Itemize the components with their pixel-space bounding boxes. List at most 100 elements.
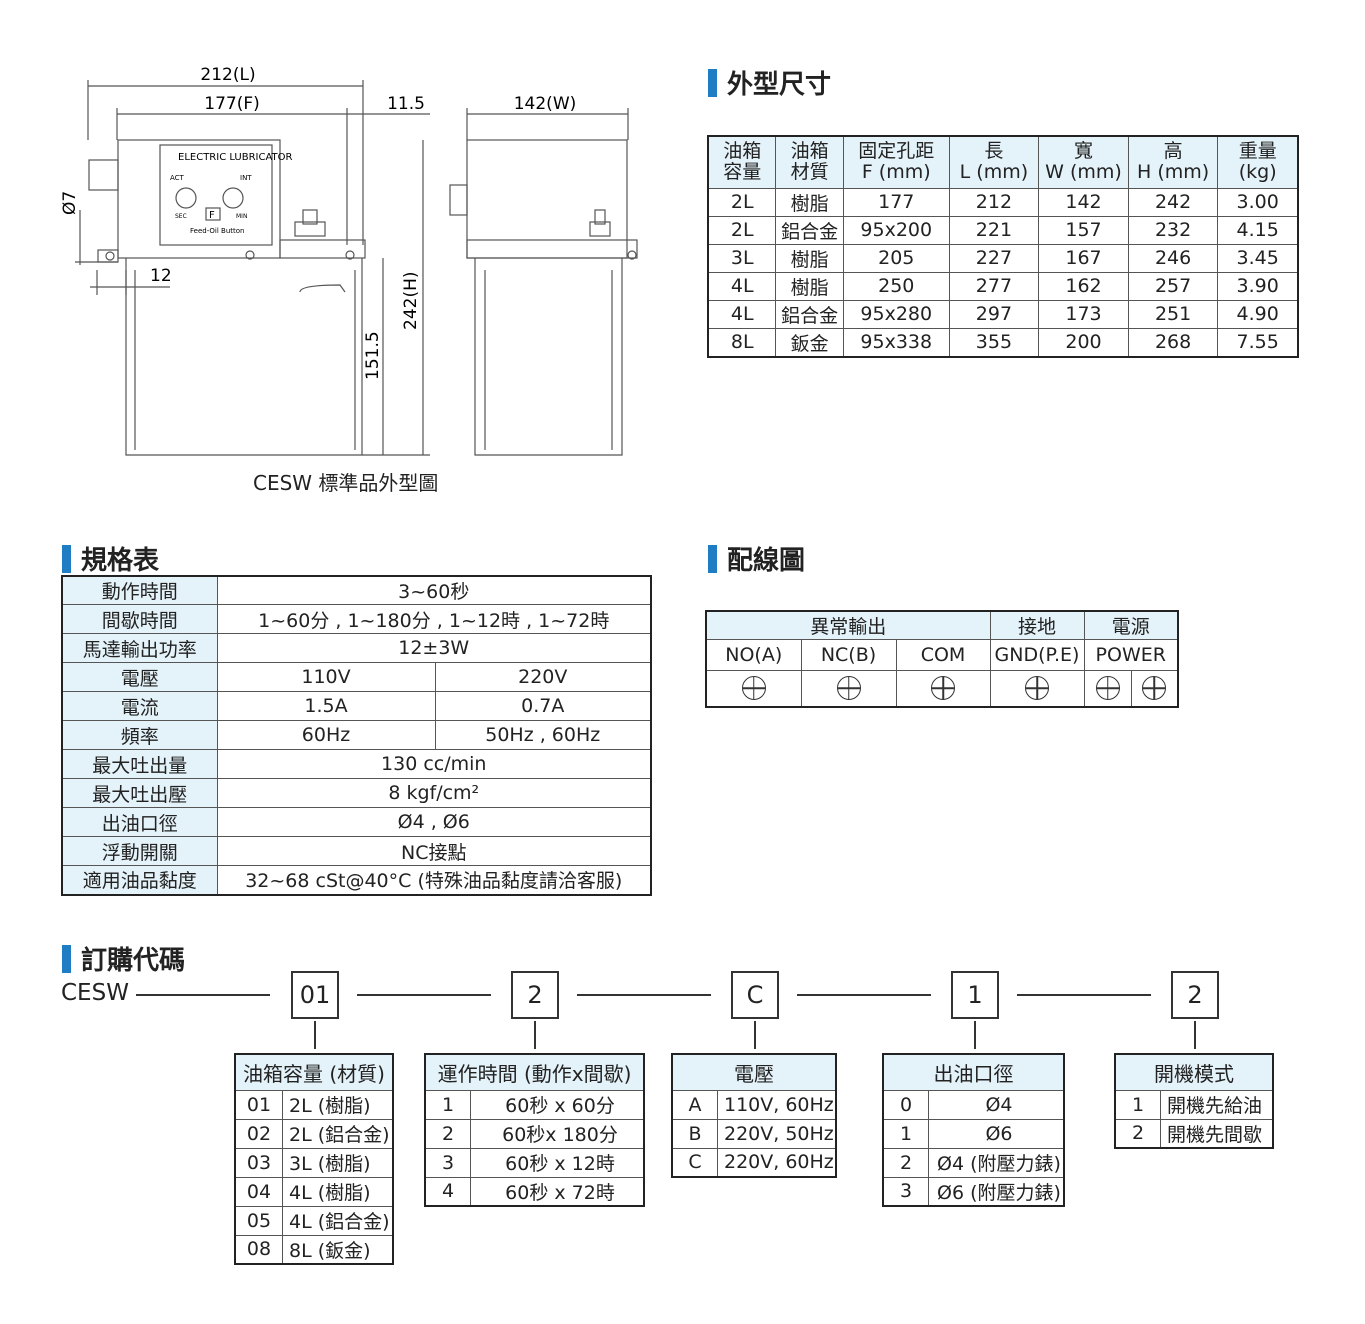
- dim-header-line: 高: [1163, 140, 1183, 163]
- dim-cell: 173: [1038, 299, 1129, 329]
- wiring-group-abnormal: 異常輸出: [705, 610, 991, 640]
- spec-title: 規格表: [62, 540, 159, 577]
- wiring-title: 配線圖: [708, 540, 805, 577]
- spec-value: 130 cc/min: [216, 749, 652, 779]
- dim-cell: 242: [1127, 187, 1219, 217]
- wiring-group-ground: 接地: [989, 610, 1085, 640]
- dim-height: 242(H): [401, 272, 421, 331]
- dim-header-line: L (mm): [959, 161, 1029, 184]
- code-description: Ø6 (附壓力錶): [928, 1176, 1065, 1207]
- spec-label: 間歇時間: [61, 604, 218, 634]
- code-description: 60秒 x 12時: [470, 1147, 645, 1178]
- spec-value: Ø4 , Ø6: [216, 807, 652, 837]
- spec-value: 8 kgf/cm²: [216, 778, 652, 808]
- wiring-table: 異常輸出 接地 電源 NO(A) NC(B) COM GND(P.E) POWE…: [705, 610, 1179, 708]
- dim-hole: Ø7: [60, 191, 80, 215]
- dim-header-line: 重量: [1238, 140, 1277, 163]
- wiring-col-nc: NC(B): [800, 639, 897, 671]
- code-value: 05: [234, 1205, 283, 1236]
- dim-cell: 7.55: [1217, 327, 1299, 357]
- dim-cell: 251: [1127, 299, 1219, 329]
- wiring-group-power: 電源: [1083, 610, 1179, 640]
- panel-title: ELECTRIC LUBRICATOR: [178, 152, 293, 163]
- code-table-header: 運作時間 (動作x間歇): [424, 1053, 645, 1091]
- dim-cell: 167: [1038, 243, 1129, 273]
- code-value: 1: [424, 1089, 471, 1120]
- code-tank: 01: [291, 971, 339, 1019]
- code-outlet: 1: [951, 971, 999, 1019]
- spec-value: 110V: [216, 662, 436, 692]
- dim-cell: 257: [1127, 271, 1219, 301]
- code-value: 0: [882, 1089, 929, 1120]
- dim-cell: 277: [948, 271, 1040, 301]
- code-value: B: [671, 1118, 718, 1149]
- spec-value: 220V: [434, 662, 652, 692]
- code-value: 1: [1114, 1089, 1161, 1120]
- code-description: 60秒 x 72時: [470, 1176, 645, 1207]
- code-description: 110V, 60Hz: [717, 1089, 837, 1120]
- dim-cell: 鋁合金: [775, 215, 844, 245]
- code-startup: 2: [1171, 971, 1219, 1019]
- code-description: 4L (樹脂): [282, 1176, 394, 1207]
- code-voltage: C: [731, 971, 779, 1019]
- dim-cell: 樹脂: [775, 243, 844, 273]
- lubricator-drawing: 212(L) 177(F) 11.5 142(W) Ø7 12 151.5 24…: [60, 65, 638, 456]
- code-value: 2: [882, 1147, 929, 1178]
- spec-value: 1~60分 , 1~180分 , 1~12時 , 1~72時: [216, 604, 652, 634]
- code-value: 04: [234, 1176, 283, 1207]
- dim-header-line: 油箱: [723, 140, 762, 163]
- code-description: 2L (樹脂): [282, 1089, 394, 1120]
- dim-header-line: 容量: [723, 161, 762, 184]
- dim-header-line: W (mm): [1045, 161, 1122, 184]
- dim-cell: 355: [948, 327, 1040, 357]
- dim-cell: 205: [842, 243, 950, 273]
- dim-cell: 樹脂: [775, 271, 844, 301]
- dim-cell: 95x280: [842, 299, 950, 329]
- code-description: 2L (鋁合金): [282, 1118, 394, 1149]
- panel-sec-label: SEC: [175, 213, 187, 220]
- spec-label: 最大吐出壓: [61, 778, 218, 808]
- code-description: Ø4: [928, 1089, 1065, 1120]
- dim-cell: 157: [1038, 215, 1129, 245]
- code-description: 4L (鋁合金): [282, 1205, 394, 1236]
- dim-header: 重量(kg): [1217, 135, 1299, 189]
- code-description: 220V, 60Hz: [717, 1147, 837, 1178]
- dim-cell: 鈑金: [775, 327, 844, 357]
- dim-header-line: 寬: [1073, 140, 1093, 163]
- dim-cell: 3.90: [1217, 271, 1299, 301]
- dim-cell: 8L: [707, 327, 777, 357]
- dim-cell: 200: [1038, 327, 1129, 357]
- spec-value: 1.5A: [216, 691, 436, 721]
- dim-cell: 95x338: [842, 327, 950, 357]
- dim-cell: 212: [948, 187, 1040, 217]
- dim-cell: 4.15: [1217, 215, 1299, 245]
- dim-header-line: 材質: [790, 161, 829, 184]
- drawing-caption: CESW 標準品外型圖: [253, 471, 439, 495]
- dim-offset: 11.5: [387, 94, 425, 114]
- dim-header: 油箱材質: [775, 135, 844, 189]
- spec-label: 頻率: [61, 720, 218, 750]
- dim-header-line: (kg): [1238, 161, 1277, 184]
- wiring-col-no: NO(A): [705, 639, 802, 671]
- code-value: 08: [234, 1234, 283, 1265]
- code-value: A: [671, 1089, 718, 1120]
- dim-cell: 142: [1038, 187, 1129, 217]
- dim-cell: 鋁合金: [775, 299, 844, 329]
